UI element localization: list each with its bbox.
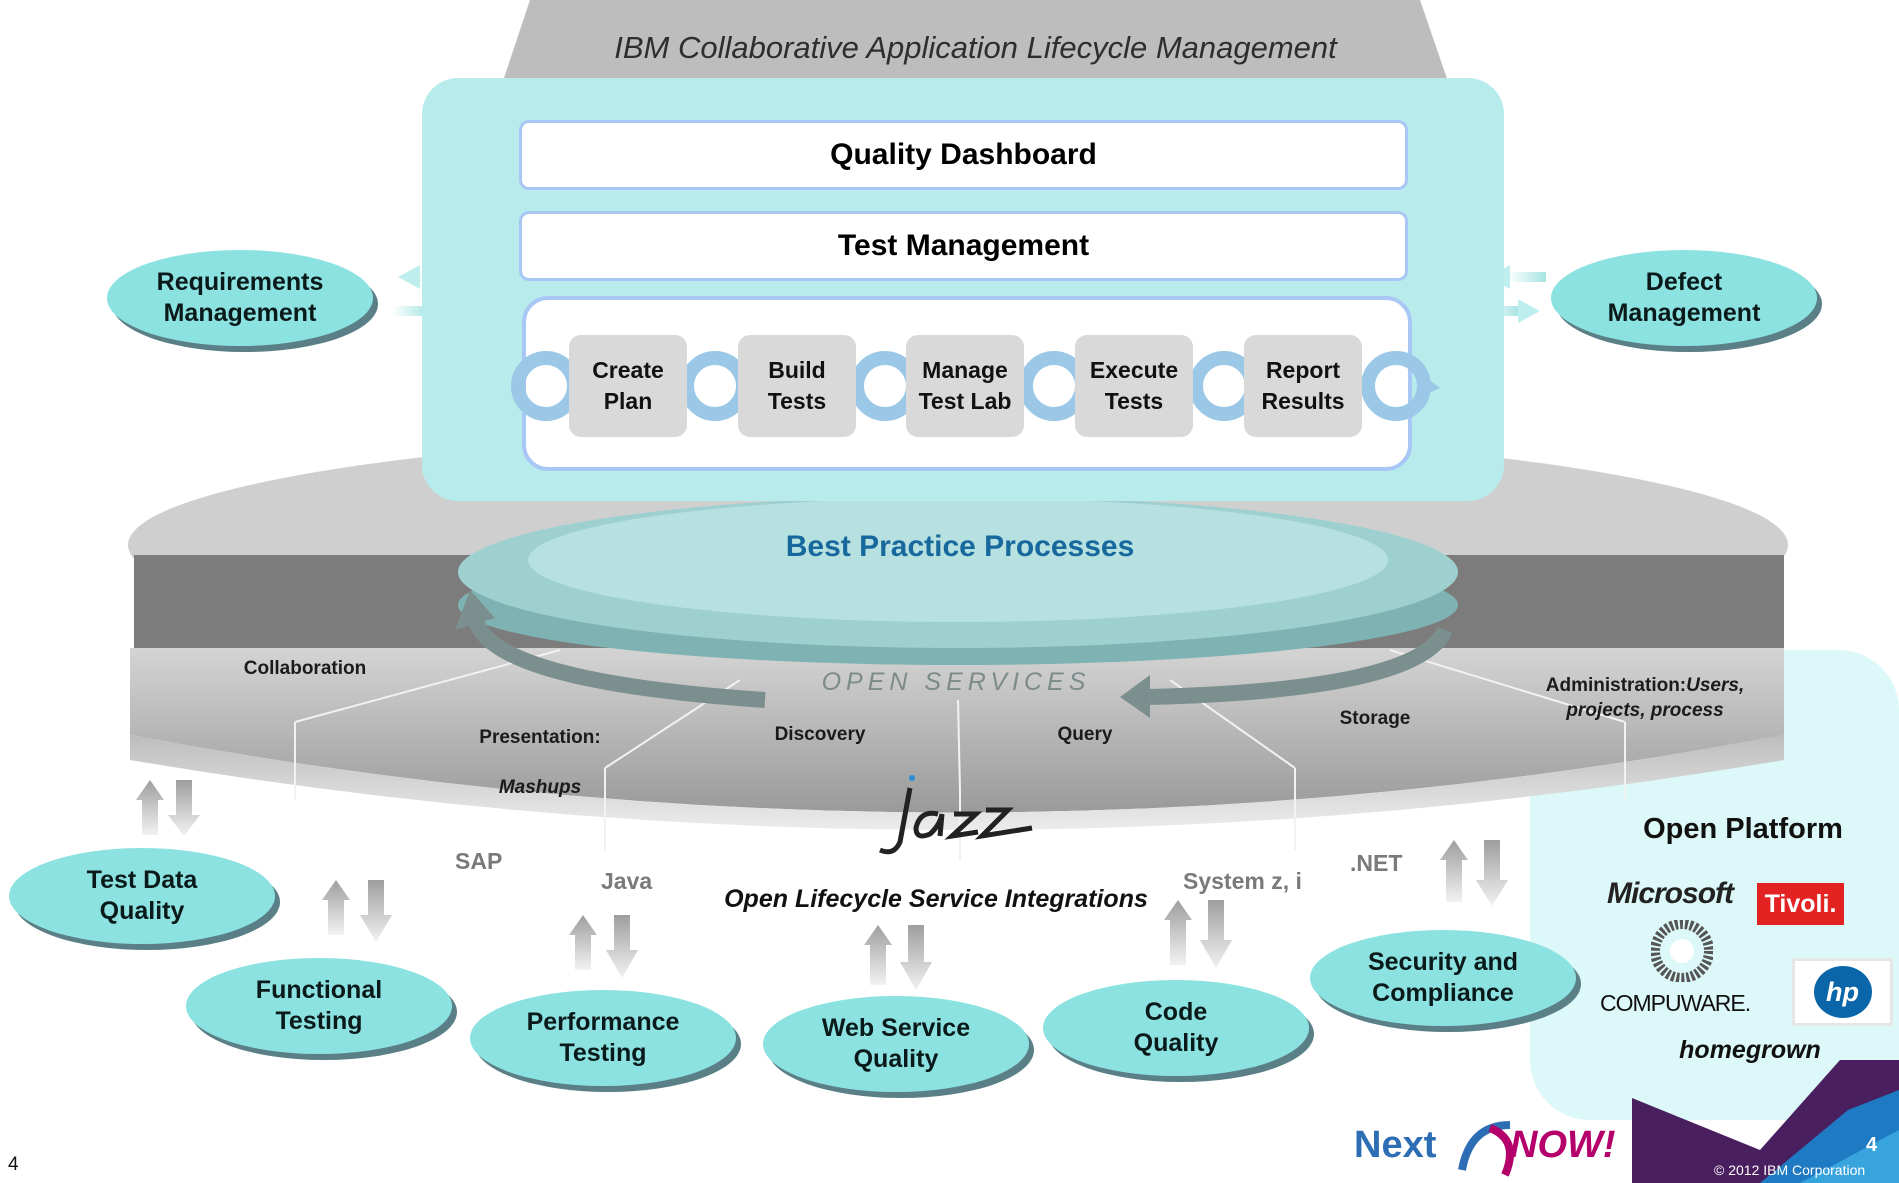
microsoft-logo: Microsoft xyxy=(1607,877,1734,910)
integration-dotnet: .NET xyxy=(1350,850,1403,876)
oval-test-data-quality: Test Data Quality xyxy=(9,848,275,944)
step-execute-tests: Execute Tests xyxy=(1075,335,1193,437)
oval-security-compliance: Security and Compliance xyxy=(1310,930,1576,1026)
page-number-badge: 4 xyxy=(1866,1134,1878,1156)
open-services-label: OPEN SERVICES xyxy=(821,668,1091,696)
oval-web-service-quality: Web Service Quality xyxy=(763,996,1029,1092)
hp-logo-text: hp xyxy=(1813,966,1872,1018)
oval-functional-testing: Functional Testing xyxy=(186,958,452,1054)
tivoli-logo: Tivoli. xyxy=(1757,883,1844,925)
jazz-logo xyxy=(879,775,1033,855)
header-title: IBM Collaborative Application Lifecycle … xyxy=(614,30,1337,65)
segment-collaboration: Collaboration xyxy=(243,658,367,679)
segment-presentation: Presentation: Mashups xyxy=(450,700,630,825)
open-lifecycle-caption: Open Lifecycle Service Integrations xyxy=(724,885,1148,913)
segment-query: Query xyxy=(1057,724,1113,745)
now-logo-text: NOW! xyxy=(1510,1124,1616,1166)
test-management-bar: Test Management xyxy=(519,211,1408,281)
segment-administration: Administration:Users, projects, process xyxy=(1530,648,1760,723)
segment-administration-label: Administration: xyxy=(1545,675,1687,696)
defect-management-oval: Defect Management xyxy=(1551,250,1817,346)
platform-rim xyxy=(130,648,1784,813)
best-practice-processes-label: Best Practice Processes xyxy=(785,530,1135,563)
compuware-emblem-icon xyxy=(1651,920,1713,982)
quality-dashboard-bar: Quality Dashboard xyxy=(519,120,1408,190)
step-label: Build Tests xyxy=(767,357,827,414)
step-report-results: Report Results xyxy=(1244,335,1362,437)
integration-sap: SAP xyxy=(455,848,503,874)
step-label: Execute Tests xyxy=(1089,357,1179,414)
step-label: Create Plan xyxy=(592,357,664,414)
hp-logo: hp xyxy=(1792,958,1893,1026)
integration-java: Java xyxy=(601,868,653,894)
open-platform-title: Open Platform xyxy=(1643,813,1843,845)
oval-performance-testing: Performance Testing xyxy=(470,990,736,1086)
segment-presentation-label: Presentation: xyxy=(479,727,601,748)
integration-system-z: System z, i xyxy=(1183,868,1302,894)
cycle-arrow-icon xyxy=(1361,351,1440,421)
step-label: Report Results xyxy=(1261,357,1345,414)
next-now-swirl xyxy=(1458,1121,1511,1171)
requirements-management-oval: Requirements Management xyxy=(107,250,373,346)
homegrown-label: homegrown xyxy=(1679,1036,1821,1064)
page-number: 4 xyxy=(8,1154,19,1175)
segment-presentation-value: Mashups xyxy=(498,777,582,798)
step-label: Manage Test Lab xyxy=(918,357,1012,414)
header-tab xyxy=(498,0,1453,96)
compuware-logo: COMPUWARE. xyxy=(1600,990,1751,1016)
next-logo-text: Next xyxy=(1354,1124,1437,1166)
segment-storage: Storage xyxy=(1339,708,1411,729)
up-down-arrows xyxy=(136,780,1508,990)
footer-graphic xyxy=(1632,1060,1899,1183)
oval-code-quality: Code Quality xyxy=(1043,980,1309,1076)
process-arrow-right xyxy=(1149,626,1453,705)
copyright: © 2012 IBM Corporation xyxy=(1714,1162,1866,1178)
segment-administration-value: Users, projects, process xyxy=(1566,675,1745,721)
step-manage-test-lab: Manage Test Lab xyxy=(906,335,1024,437)
segment-discovery: Discovery xyxy=(774,724,866,745)
step-create-plan: Create Plan xyxy=(569,335,687,437)
process-arrow-left xyxy=(466,609,766,708)
step-build-tests: Build Tests xyxy=(738,335,856,437)
